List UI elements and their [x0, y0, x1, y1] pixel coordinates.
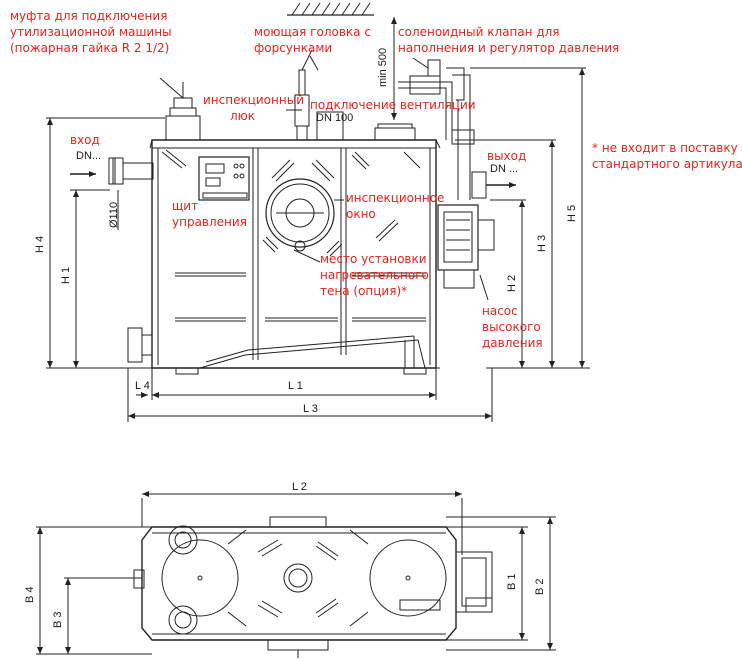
dn-inlet-label: DN...	[76, 150, 102, 162]
front-dimension-lines	[46, 67, 590, 422]
control-panel-label-line-2: управления	[172, 215, 247, 229]
l3-label: L 3	[303, 403, 318, 415]
pump-label-line-2: высокого	[482, 320, 541, 334]
coupling-label-line-1: муфта для подключения	[10, 9, 168, 23]
dn-outlet-label: DN ...	[490, 163, 519, 175]
wash-head-label-line-2: форсунками	[254, 41, 333, 55]
h5-label: H 5	[566, 204, 578, 222]
tank-top-view	[133, 516, 493, 658]
wash-head-label-line-1: моющая головка с	[254, 25, 371, 39]
heater-label: место установки нагревательного тена (оп…	[320, 251, 429, 299]
h1-label: H 1	[60, 266, 72, 284]
outlet-label: выход	[487, 149, 527, 163]
inspection-window-label: инспекционное окно	[346, 190, 444, 222]
pump-label-line-1: насос	[482, 304, 518, 318]
inspection-window-label-line-2: окно	[346, 207, 376, 221]
coupling-label: муфта для подключения утилизационной маш…	[10, 8, 172, 56]
inspection-window-label-line-1: инспекционное	[346, 191, 445, 205]
b1-label: B 1	[506, 573, 518, 590]
footnote-line-1: * не входит в поставку	[592, 141, 738, 155]
heater-label-line-1: место установки	[320, 252, 427, 266]
ventilation-label: подключение вентиляции	[310, 98, 476, 112]
pump-label: насос высокого давления	[482, 303, 543, 351]
solenoid-label-line-2: наполнения и регулятор давления	[398, 41, 620, 55]
ceiling-hatch	[287, 2, 374, 16]
footnote: * не входит в поставку стандартного арти…	[592, 140, 742, 172]
dn100-label: DN 100	[316, 112, 354, 124]
b2-label: B 2	[534, 578, 546, 595]
pump-label-line-3: давления	[482, 336, 543, 350]
wash-head-label: моющая головка с форсунками	[254, 24, 371, 56]
coupling-label-line-3: (пожарная гайка R 2 1/2)	[10, 41, 170, 55]
inspection-hatch-label: инспекционный люк	[203, 92, 304, 124]
h4-label: H 4	[34, 235, 46, 253]
l4-label: L 4	[135, 380, 150, 392]
l2-label: L 2	[292, 481, 307, 493]
heater-label-line-2: нагревательного	[320, 268, 429, 282]
min500-label: min 500	[377, 47, 389, 87]
inspection-hatch-label-line-1: инспекционный	[203, 93, 304, 107]
inlet-label: вход	[70, 133, 100, 147]
b4-label: B 4	[24, 586, 36, 603]
heater-label-line-3: тена (опция)*	[320, 284, 408, 298]
inspection-hatch-label-line-2: люк	[230, 109, 256, 123]
solenoid-label: соленоидный клапан для наполнения и регу…	[398, 24, 619, 56]
h2-label: H 2	[506, 274, 518, 292]
tank-front-view	[108, 49, 495, 375]
solenoid-label-line-1: соленоидный клапан для	[398, 25, 560, 39]
coupling-label-line-2: утилизационной машины	[10, 25, 172, 39]
control-panel-label: щит управления	[172, 198, 247, 230]
label-leaders	[159, 55, 489, 301]
l1-label: L 1	[288, 380, 303, 392]
h3-label: H 3	[536, 234, 548, 252]
footnote-line-2: стандартного артикула	[592, 157, 742, 171]
d110-label: Ø110	[108, 201, 120, 228]
control-panel-label-line-1: щит	[172, 199, 199, 213]
top-dimension-lines	[36, 491, 556, 655]
b3-label: B 3	[52, 611, 64, 628]
